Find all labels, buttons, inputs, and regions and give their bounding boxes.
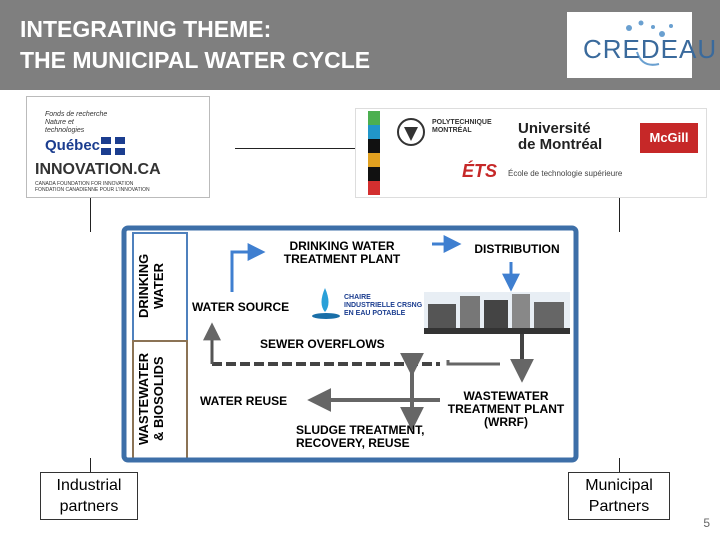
municipal-partners-box: Municipal Partners [568,472,670,520]
industrial-partners-box: Industrial partners [40,472,138,520]
distribution-label: DISTRIBUTION [474,242,560,256]
city-skyline-icon [424,292,570,334]
slide-title: INTEGRATING THEME: THE MUNICIPAL WATER C… [20,14,370,76]
source-to-plant-arrow [230,243,266,292]
sewer-overflows-label: SEWER OVERFLOWS [260,337,385,351]
title-line-1: INTEGRATING THEME: [20,16,272,42]
drinking-water-band [132,232,188,344]
credeau-logo: CREDEAU [567,12,716,78]
quebec-wordmark: Québec [45,137,101,154]
wastewater-band [132,340,188,462]
slide-header: INTEGRATING THEME: THE MUNICIPAL WATER C… [0,0,720,90]
water-source-label: WATER SOURCE [192,300,290,314]
overflow-line [446,360,500,366]
water-drop-icon [321,288,329,312]
wwtp-label: WASTEWATER TREATMENT PLANT (WRRF) [447,389,565,429]
sludge-label: SLUDGE TREATMENT, RECOVERY, REUSE [296,423,425,450]
cycle-outline [121,225,579,463]
mcgill-wordmark: McGill [640,123,698,153]
frame-line-left-upper [90,196,91,232]
water-reuse-label: WATER REUSE [200,394,288,408]
polytechnique-text: POLYTECHNIQUE MONTRÉAL [432,119,492,134]
frame-line-left-lower [90,458,91,472]
funder-logos: Fonds de recherche Nature et technologie… [26,96,210,198]
cfi-subtext: CANADA FOUNDATION FOR INNOVATION FONDATI… [35,181,150,193]
institution-logos: POLYTECHNIQUE MONTRÉAL Université de Mon… [355,108,707,198]
page-number: 5 [703,516,710,530]
dwtp-label: DRINKING WATER TREATMENT PLANT [283,239,401,266]
frq-text: Fonds de recherche Nature et technologie… [45,111,108,134]
chaire-logo-text: CHAIRE INDUSTRIELLE CRSNG EN EAU POTABLE [344,294,423,317]
municipal-partners-label: Municipal Partners [585,477,653,515]
quebec-flag-icon [101,137,125,155]
polytechnique-crest-icon [397,118,425,146]
udem-wordmark: Université de Montréal [518,120,603,153]
cfi-wordmark: INNOVATION.CA [35,161,161,178]
ets-fulltext: École de technologie supérieure [508,169,623,178]
color-bar-icon [368,111,380,195]
frame-line-right-lower [619,458,620,472]
title-line-2: THE MUNICIPAL WATER CYCLE [20,47,371,73]
frame-line-right-upper [619,196,620,232]
credeau-wordmark: CREDEAU [583,34,718,64]
water-ripple-icon [312,313,340,319]
ets-wordmark: ÉTS [462,161,498,181]
credeau-dots-icon [626,20,673,66]
industrial-partners-label: Industrial partners [56,477,122,515]
